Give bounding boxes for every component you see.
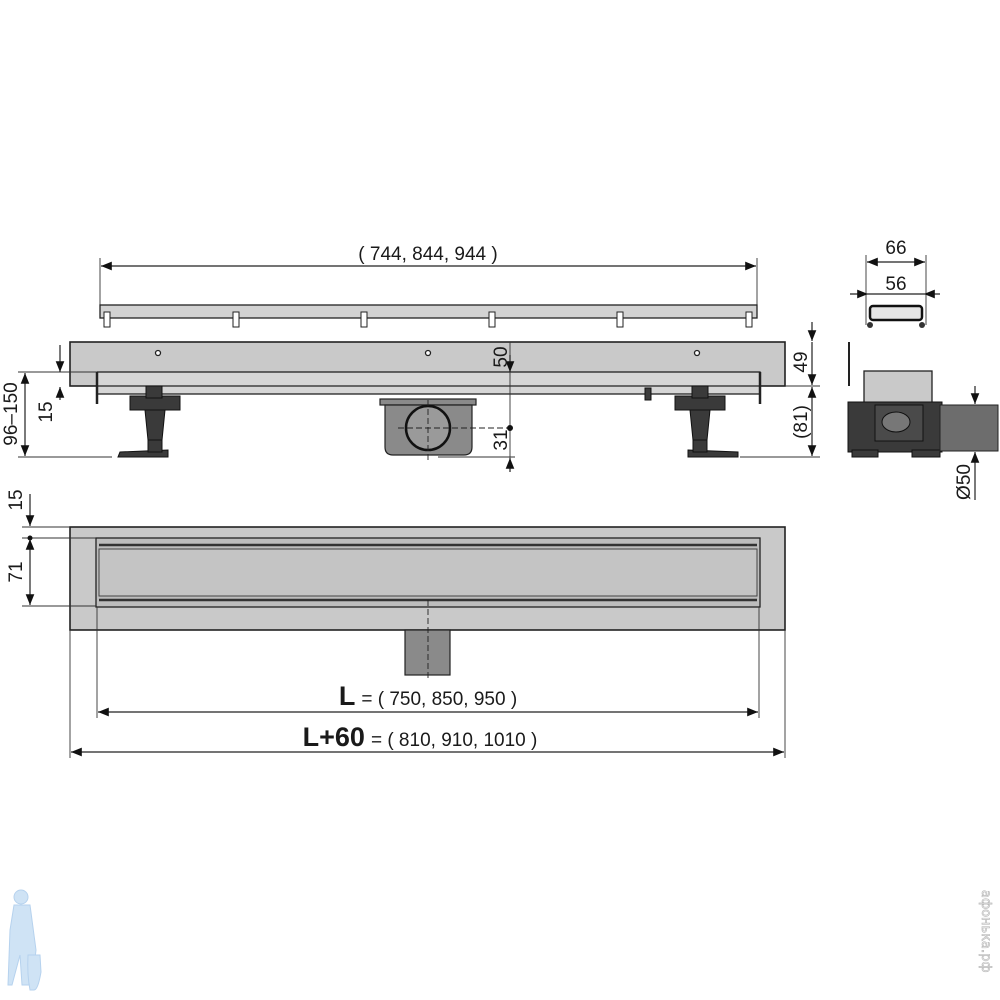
height-range-label: 96–150 [1, 382, 22, 445]
end-width-outer-label: 66 [885, 238, 906, 259]
end-width-inner-label: 56 [885, 274, 906, 295]
grate-length-label: ( 744, 844, 944 ) [358, 244, 497, 265]
adjustable-foot-right [644, 385, 739, 458]
drain-outlet-side [379, 398, 515, 460]
grate-side-view [99, 304, 758, 328]
outlet-center-label: 31 [491, 429, 512, 450]
body-height-label: 49 [791, 351, 812, 372]
site-watermark: афонька.рф [978, 890, 993, 973]
channel-plan-view [69, 526, 786, 680]
plan-dimensions: 15 71 L= ( 750, 850, 950 ) L+60= ( 810, … [6, 489, 786, 758]
pipe-diameter-label: Ø50 [954, 464, 975, 500]
outlet-height-label: (81) [791, 405, 812, 439]
outlet-offset-label: 50 [491, 346, 512, 367]
plan-width-label: 71 [6, 561, 27, 582]
flange-height-label: 15 [36, 401, 57, 422]
length-label: L= ( 750, 850, 950 ) [339, 681, 517, 711]
adjustable-foot-left [117, 385, 181, 458]
side-dimensions: 96–150 15 50 31 49 (81) [1, 322, 820, 472]
total-length-label: L+60= ( 810, 910, 1010 ) [303, 722, 538, 752]
channel-side-view [69, 341, 786, 460]
plan-flange-label: 15 [6, 489, 27, 510]
plumber-watermark-logo [7, 889, 42, 991]
channel-end-view: Ø50 [847, 342, 999, 500]
grate-end-view: 66 56 [850, 238, 940, 328]
grate-length-dimension: ( 744, 844, 944 ) [99, 244, 758, 305]
